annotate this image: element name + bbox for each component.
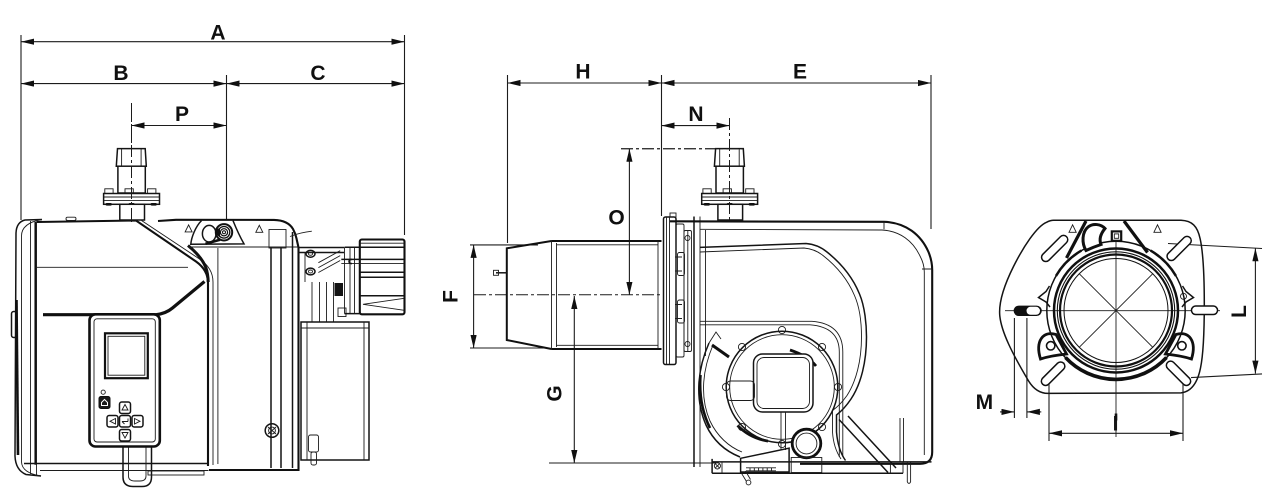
svg-text:H: H <box>575 61 590 84</box>
svg-text:P: P <box>175 103 189 126</box>
svg-text:I: I <box>1113 413 1119 436</box>
svg-text:B: B <box>113 62 128 85</box>
svg-text:M: M <box>976 391 994 414</box>
svg-text:G: G <box>544 385 567 401</box>
svg-text:E: E <box>793 61 807 84</box>
svg-text:C: C <box>310 62 325 85</box>
svg-text:F: F <box>440 290 463 303</box>
svg-text:N: N <box>688 103 703 126</box>
svg-text:A: A <box>210 22 225 45</box>
svg-text:O: O <box>608 206 624 229</box>
svg-text:L: L <box>1228 305 1251 318</box>
